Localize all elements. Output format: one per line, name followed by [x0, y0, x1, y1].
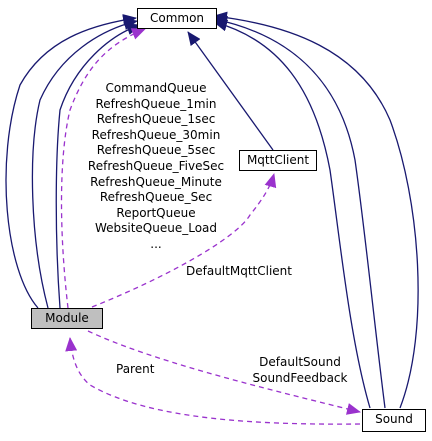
member-label: RefreshQueue_Minute [90, 174, 222, 189]
member-label: CommandQueue [105, 81, 207, 95]
edge-module-inherits-common-mid [31, 18, 138, 309]
edge-module-uses-common [60, 28, 146, 309]
node-module[interactable]: Module [31, 308, 103, 329]
member-label: RefreshQueue_5sec [96, 143, 216, 158]
node-sound[interactable]: Sound [362, 409, 426, 432]
edge-sound-inherits-common-outer [213, 11, 419, 409]
member-label: RefreshQueue_30min [91, 127, 221, 142]
edge-module-inherits-common-outer [5, 14, 137, 309]
label-module-common-members: CommandQueue RefreshQueue_1min RefreshQu… [76, 81, 236, 253]
member-label: RefreshQueue_FiveSec [87, 158, 225, 173]
edge-sound-inherits-common-inner [213, 19, 371, 409]
edge-module-uses-sound [87, 330, 361, 415]
member-label: SoundFeedback [252, 370, 348, 385]
member-label: ... [150, 236, 162, 251]
label-parent: Parent [116, 362, 155, 376]
member-label: RefreshQueue_1sec [96, 112, 216, 127]
member-label: ReportQueue [116, 205, 196, 220]
edge-sound-inherits-common-mid [213, 15, 386, 409]
member-label: RefreshQueue_1min [95, 96, 217, 111]
member-label: RefreshQueue_Sec [99, 190, 213, 205]
node-common[interactable]: Common [137, 8, 217, 29]
label-module-sound-members: DefaultSound SoundFeedback [240, 355, 360, 386]
edge-module-inherits-common-inner [55, 23, 141, 309]
edge-sound-uses-module [65, 337, 361, 425]
member-label: DefaultSound [259, 355, 341, 369]
label-default-mqtt-client: DefaultMqttClient [186, 264, 292, 278]
edge-mqttclient-inherits-common [187, 31, 274, 151]
node-mqttclient[interactable]: MqttClient [239, 150, 317, 171]
member-label: WebsiteQueue_Load [94, 221, 218, 236]
